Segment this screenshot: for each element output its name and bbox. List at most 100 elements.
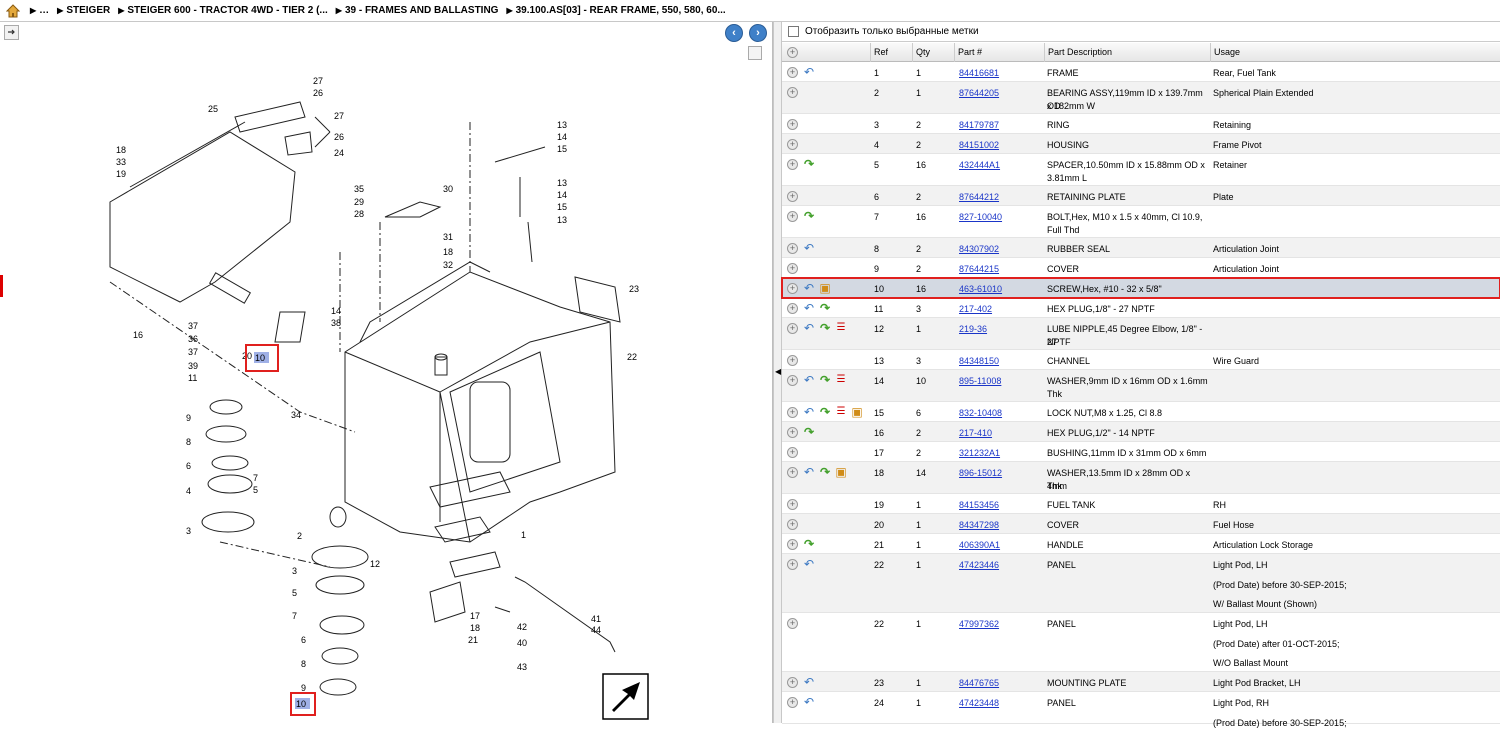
back-reference-icon[interactable]: ↶ <box>803 373 815 387</box>
callout-label[interactable]: 24 <box>334 148 344 158</box>
next-button[interactable]: › <box>749 24 767 42</box>
row-expand-icon[interactable]: + <box>787 677 798 688</box>
callout-label[interactable]: 42 <box>517 622 527 632</box>
callout-label[interactable]: 3 <box>292 566 297 576</box>
callout-label[interactable]: 25 <box>208 104 218 114</box>
callout-label[interactable]: 19 <box>116 169 126 179</box>
callout-label[interactable]: 15 <box>557 202 567 212</box>
row-expand-icon[interactable]: + <box>787 323 798 334</box>
row-expand-icon[interactable]: + <box>787 499 798 510</box>
callout-label[interactable]: 40 <box>517 638 527 648</box>
row-expand-icon[interactable]: + <box>787 697 798 708</box>
list-icon[interactable]: ☰ <box>836 322 846 333</box>
part-number-link[interactable]: 217-402 <box>959 304 993 314</box>
column-part-number[interactable]: Part # <box>954 43 1044 62</box>
callout-label[interactable]: 26 <box>313 88 323 98</box>
part-number-link[interactable]: 84151002 <box>959 140 1000 150</box>
part-number-link[interactable]: 84348150 <box>959 356 1000 366</box>
callout-label[interactable]: 14 <box>557 132 567 142</box>
callout-label[interactable]: 32 <box>443 260 453 270</box>
callout-label[interactable]: 23 <box>629 284 639 294</box>
callout-label[interactable]: 38 <box>331 318 341 328</box>
column-qty[interactable]: Qty <box>912 43 954 62</box>
row-expand-icon[interactable]: + <box>787 87 798 98</box>
collapse-icon[interactable]: ◀ <box>775 367 782 376</box>
part-number-link[interactable]: 47423446 <box>959 560 1000 570</box>
callout-label[interactable]: 17 <box>470 611 480 621</box>
row-expand-icon[interactable]: + <box>787 283 798 294</box>
forward-reference-icon[interactable]: ↷ <box>819 405 831 419</box>
callout-label[interactable]: 2 <box>297 531 302 541</box>
row-expand-icon[interactable]: + <box>787 243 798 254</box>
callout-label[interactable]: 18 <box>470 623 480 633</box>
callout-label[interactable]: 15 <box>557 144 567 154</box>
row-expand-icon[interactable]: + <box>787 375 798 386</box>
callout-label[interactable]: 8 <box>186 437 191 447</box>
column-usage[interactable]: Usage <box>1210 43 1500 62</box>
callout-label[interactable]: 39 <box>188 361 198 371</box>
row-expand-icon[interactable]: + <box>787 67 798 78</box>
callout-label[interactable]: 20 <box>242 351 252 361</box>
highlighted-callout-10[interactable]: 10 <box>290 692 316 716</box>
callout-label[interactable]: 13 <box>557 120 567 130</box>
expand-all-icon[interactable]: + <box>787 47 798 58</box>
back-reference-icon[interactable]: ↶ <box>803 675 815 689</box>
row-expand-icon[interactable]: + <box>787 407 798 418</box>
column-ref[interactable]: Ref <box>870 43 910 62</box>
previous-button[interactable]: ‹ <box>725 24 743 42</box>
row-expand-icon[interactable]: + <box>787 467 798 478</box>
callout-label[interactable]: 5 <box>292 588 297 598</box>
row-expand-icon[interactable]: + <box>787 447 798 458</box>
part-number-link[interactable]: 832-10408 <box>959 408 1003 418</box>
callout-label[interactable]: 37 <box>188 347 198 357</box>
callout-label[interactable]: 37 <box>188 321 198 331</box>
back-reference-icon[interactable]: ↶ <box>803 405 815 419</box>
part-number-link[interactable]: 84307902 <box>959 244 1000 254</box>
callout-label[interactable]: 27 <box>313 76 323 86</box>
breadcrumb-item[interactable]: ▶39.100.AS[03] - REAR FRAME, 550, 580, 6… <box>506 5 726 16</box>
callout-label[interactable]: 21 <box>468 635 478 645</box>
callout-label[interactable]: 16 <box>133 330 143 340</box>
row-expand-icon[interactable]: + <box>787 263 798 274</box>
back-reference-icon[interactable]: ↶ <box>803 281 815 295</box>
callout-label[interactable]: 12 <box>370 559 380 569</box>
part-number-link[interactable]: 463-61010 <box>959 284 1003 294</box>
callout-label[interactable]: 14 <box>557 190 567 200</box>
forward-reference-icon[interactable]: ↷ <box>819 373 831 387</box>
callout-label[interactable]: 13 <box>557 215 567 225</box>
zoom-toggle-button[interactable] <box>748 46 762 60</box>
row-expand-icon[interactable]: + <box>787 539 798 550</box>
pane-splitter[interactable]: ◀ <box>773 22 782 723</box>
back-reference-icon[interactable]: ↶ <box>803 557 815 571</box>
forward-reference-icon[interactable]: ↷ <box>819 465 831 479</box>
expand-icon[interactable] <box>4 25 19 40</box>
callout-label[interactable]: 5 <box>253 485 258 495</box>
part-number-link[interactable]: 84476765 <box>959 678 1000 688</box>
part-number-link[interactable]: 47423448 <box>959 698 1000 708</box>
callout-label[interactable]: 7 <box>253 473 258 483</box>
row-expand-icon[interactable]: + <box>787 618 798 629</box>
part-number-link[interactable]: 219-36 <box>959 324 988 334</box>
forward-reference-icon[interactable]: ↷ <box>803 157 815 171</box>
column-part-description[interactable]: Part Description <box>1044 43 1210 62</box>
show-selected-only-checkbox[interactable] <box>788 26 799 37</box>
callout-label[interactable]: 4 <box>186 486 191 496</box>
callout-label[interactable]: 9 <box>186 413 191 423</box>
package-icon[interactable]: ▣ <box>851 405 863 419</box>
part-number-link[interactable]: 87644215 <box>959 264 1000 274</box>
callout-label[interactable]: 44 <box>591 625 601 635</box>
